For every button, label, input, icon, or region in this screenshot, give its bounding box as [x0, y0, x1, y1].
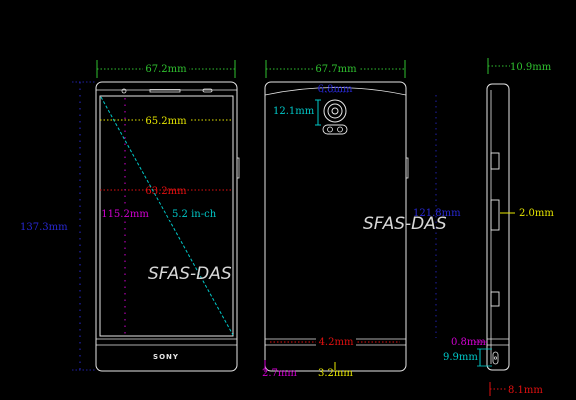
front-side-button-icon	[236, 157, 240, 179]
front-screen-outline	[99, 95, 234, 337]
front-screen-width-label: 65.2mm	[145, 116, 187, 127]
camera-width-label: 6.8mm	[318, 84, 353, 95]
side-view: 10.9mm 2.0mm 0.8mm 9.9mm 8.1mm	[443, 58, 554, 396]
bottom-left-label: 2.7mm	[262, 368, 297, 379]
front-inner-width-label: 63.2mm	[145, 186, 187, 197]
earpiece-icon	[149, 89, 181, 93]
back-top-curve	[264, 87, 407, 96]
flash-module-icon	[322, 124, 348, 135]
back-view: 67.7mm 6.8mm 12.1mm 121.8mm 4.2mm 2.7mm …	[262, 60, 461, 379]
side-button-mid-icon	[490, 199, 500, 231]
front-height-label: 137.3mm	[20, 222, 68, 233]
rear-camera-outer-icon	[323, 99, 347, 123]
bottom-band-label: 4.2mm	[319, 337, 354, 348]
back-side-button-icon	[405, 157, 409, 179]
back-width-label: 67.7mm	[315, 64, 357, 75]
front-sensor-icon	[202, 88, 213, 93]
front-body-outline	[95, 81, 238, 372]
flash-led-right-icon	[337, 126, 343, 133]
side-button-top-icon	[490, 152, 500, 170]
side-port-icon	[492, 351, 499, 365]
bottom-depth-label: 8.1mm	[508, 385, 543, 396]
front-view: 67.2mm 65.2mm 63.2mm 137.3mm 115.2mm 5.2…	[20, 60, 240, 372]
camera-height-label: 12.1mm	[273, 106, 315, 117]
front-diagonal-label: 5.2 in-ch	[172, 209, 217, 220]
side-body-outline	[486, 83, 510, 371]
rear-camera-lens-icon	[331, 107, 339, 115]
front-width-label: 67.2mm	[145, 64, 187, 75]
front-watermark: SFAS-DAS	[148, 264, 232, 284]
side-port-dot-icon	[493, 356, 498, 360]
back-watermark: SFAS-DAS	[363, 214, 447, 234]
connector-label: 9.9mm	[443, 352, 478, 363]
flash-led-left-icon	[327, 126, 333, 133]
side-button-bottom-icon	[490, 291, 500, 307]
button-width-label: 2.0mm	[519, 208, 554, 219]
back-height-label: 121.8mm	[413, 208, 461, 219]
front-brand-logo: SONY	[153, 353, 179, 361]
side-depth-label: 10.9mm	[510, 62, 552, 73]
rear-camera-mid-icon	[327, 103, 343, 119]
front-screen-height-label: 115.2mm	[101, 209, 149, 220]
edge-band-label: 0.8mm	[451, 337, 486, 348]
bottom-offset-label: 3.2mm	[318, 368, 353, 379]
front-diagonal-line	[100, 96, 234, 336]
back-body-outline	[264, 81, 407, 372]
front-camera-icon	[121, 88, 127, 94]
